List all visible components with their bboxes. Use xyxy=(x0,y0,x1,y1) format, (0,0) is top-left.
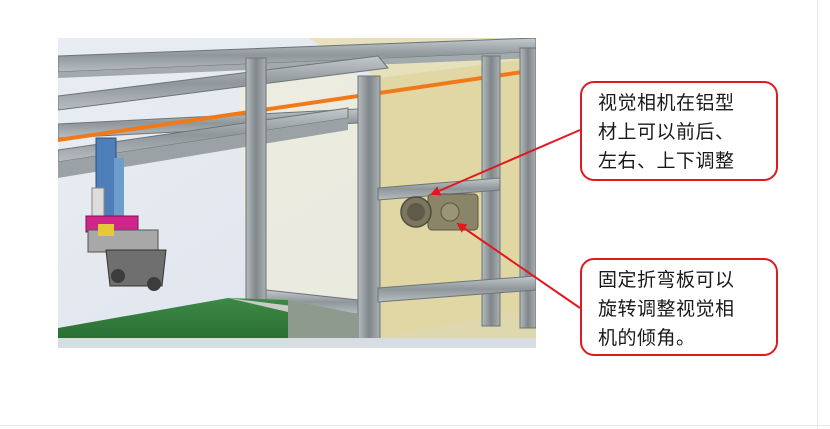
slide-right-rule xyxy=(817,0,818,429)
camera-mount-cad-render xyxy=(58,38,536,348)
callout-camera-adjust: 视觉相机在铝型 材上可以前后、 左右、上下调整 xyxy=(580,81,778,181)
cad-render-drawing xyxy=(58,38,536,348)
arrow-to-camera xyxy=(430,129,581,196)
slide-bottom-rule xyxy=(0,425,830,426)
callout-bracket-rotate: 固定折弯板可以 旋转调整视觉相 机的倾角。 xyxy=(580,258,778,356)
arrow-to-bracket xyxy=(456,222,581,309)
